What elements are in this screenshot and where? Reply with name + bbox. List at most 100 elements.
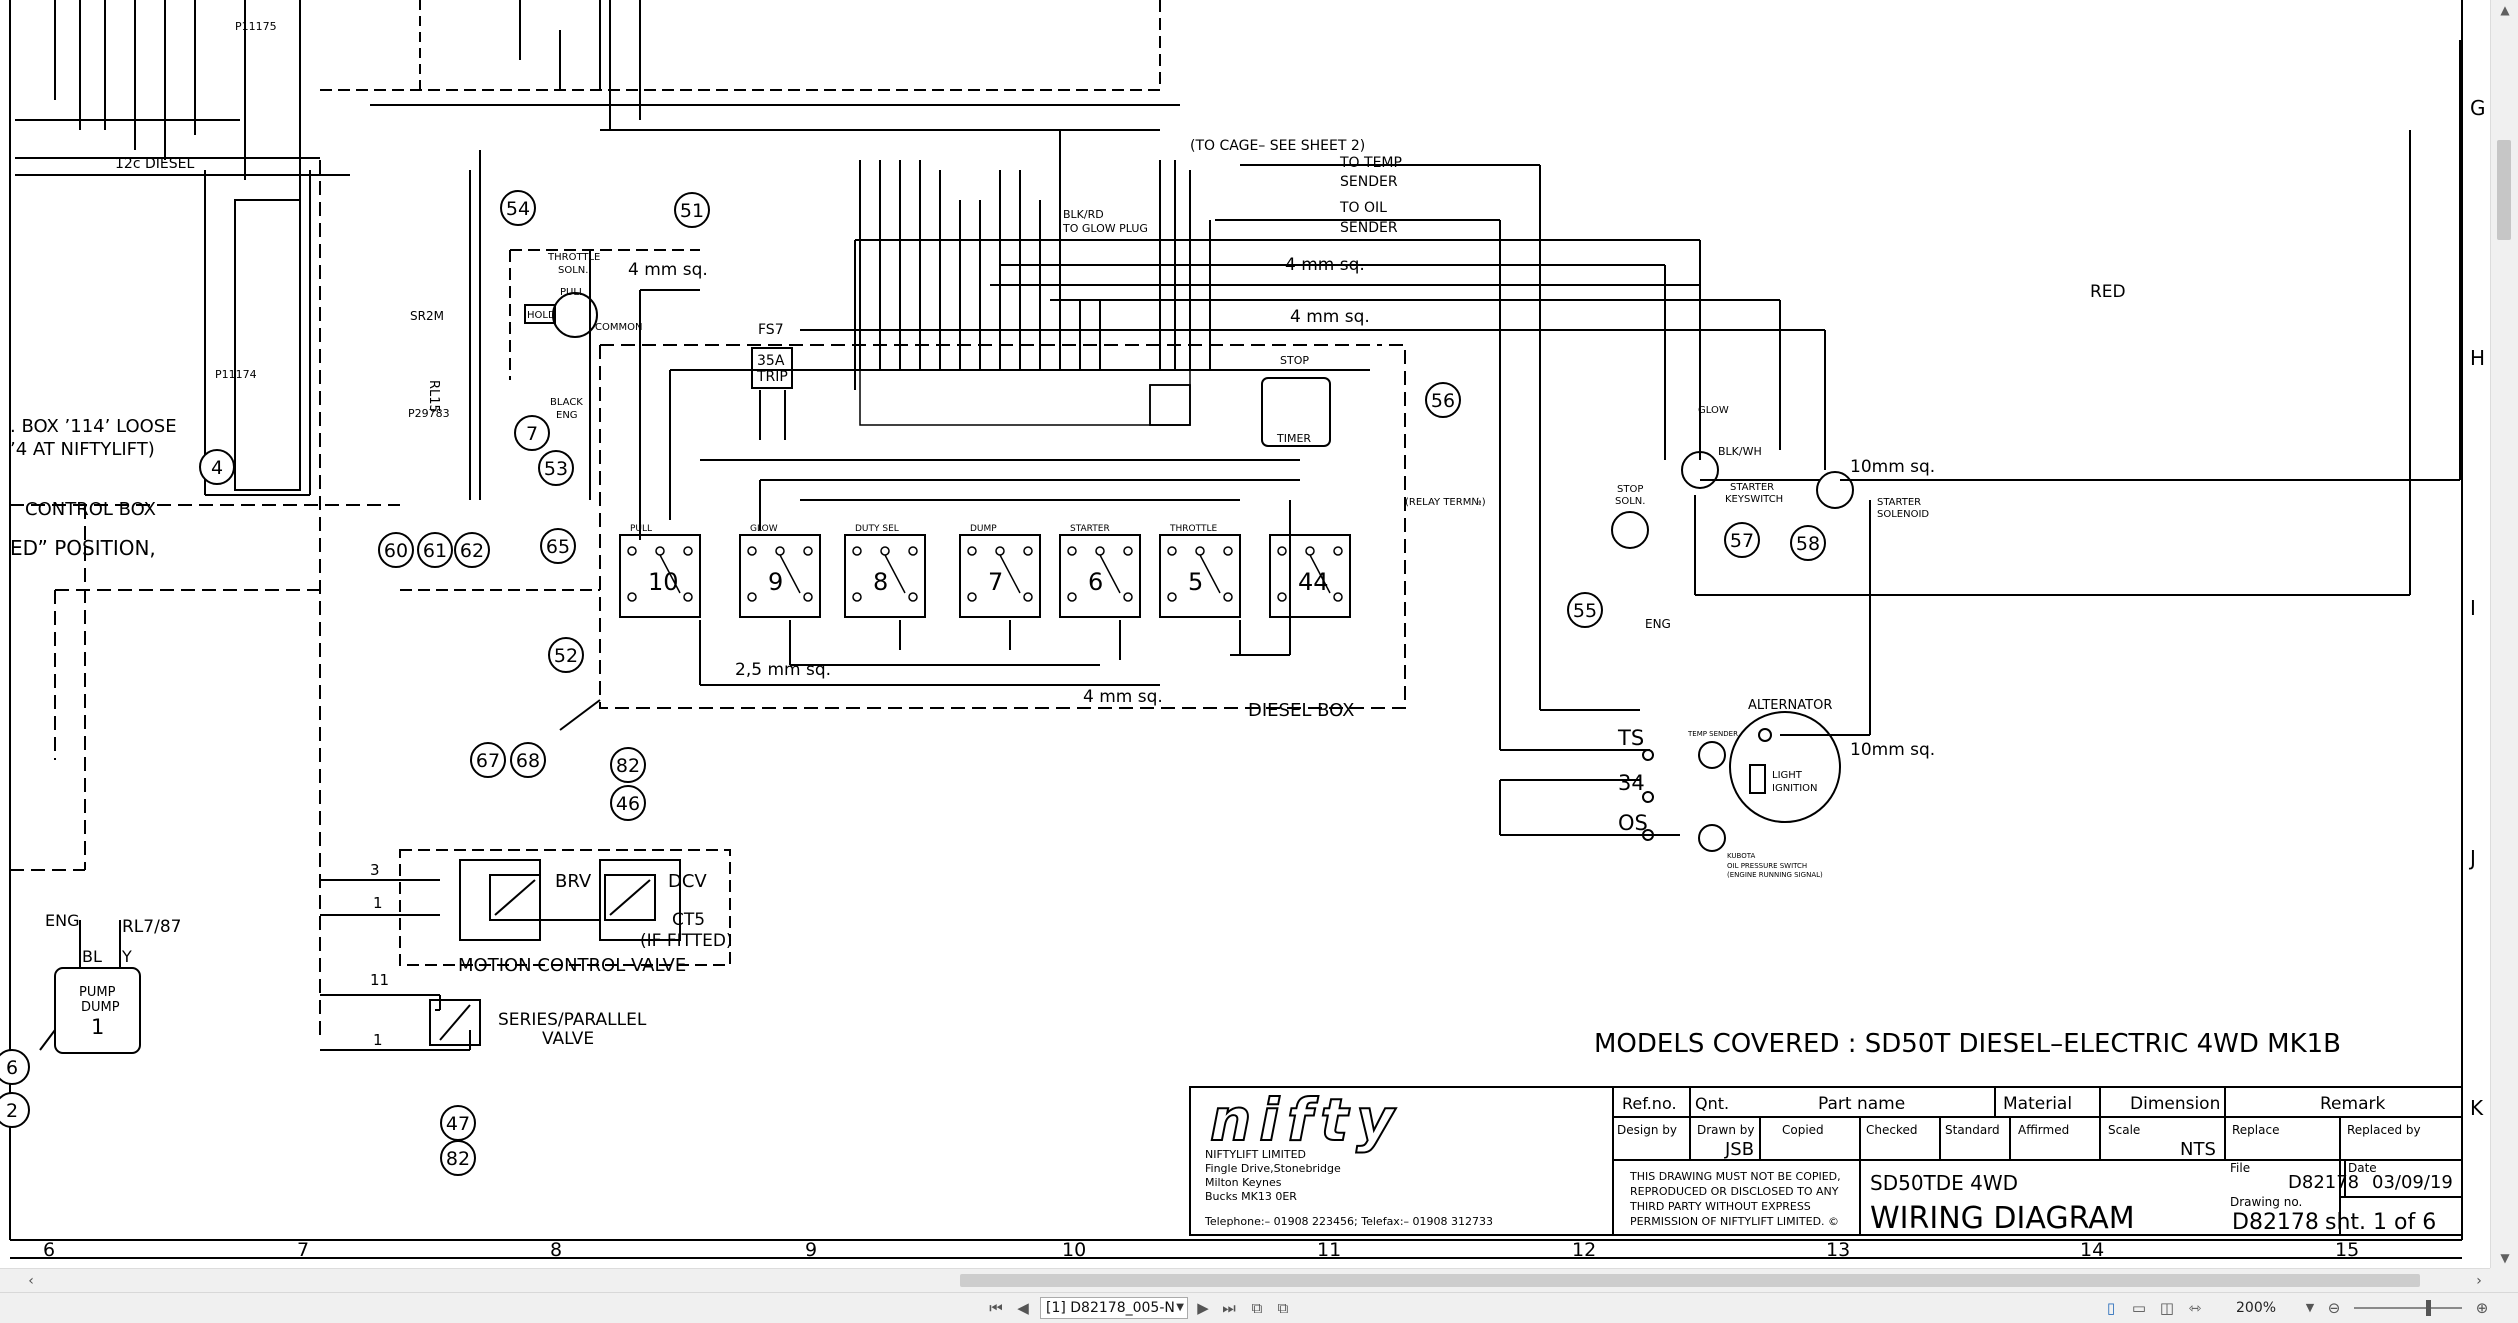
zoom-slider[interactable] [2354,1300,2462,1316]
label-y: Y [121,947,132,966]
fit-width-icon[interactable]: ⇿ [2188,1299,2202,1317]
grid-number-6: 6 [43,1239,55,1261]
label-4mm-b: 4 mm sq. [1285,255,1365,275]
value-drawn-by: JSB [1724,1139,1754,1160]
facing-pages-icon[interactable]: ◫ [2159,1299,2175,1317]
throttle-solenoid [524,292,598,338]
balloon-67: 67 [470,742,506,778]
chevron-down-icon: ▼ [1176,1302,1184,1313]
grid-number-9: 9 [805,1239,817,1261]
label-eng: ENG [556,410,578,421]
value-drawing-no: D82178 [2232,1210,2319,1235]
label-timer: TIMER [1276,432,1311,445]
relay-name-10: PULL [630,524,652,534]
notice-line-4: PERMISSION OF NIFTYLIFT LIMITED. © [1630,1215,1839,1228]
value-file: D82178 [2288,1172,2359,1193]
company-address-1: Fingle Drive,Stonebridge [1205,1162,1341,1175]
first-page-icon[interactable]: ⏮ [989,1299,1003,1317]
copy-page-icon[interactable]: ⧉ [1251,1299,1263,1317]
scroll-up-arrow-icon[interactable]: ▲ [2500,3,2510,17]
vertical-scrollbar[interactable]: ▲ ▼ [2490,0,2518,1268]
label-oil-pressure: OIL PRESSURE SWITCH [1727,862,1807,870]
grid-number-13: 13 [1826,1239,1850,1261]
horizontal-scroll-thumb[interactable] [960,1274,2420,1287]
continuous-view-icon[interactable]: ▭ [2131,1299,2147,1317]
stop-timer [1261,377,1331,447]
last-page-icon[interactable]: ⏭ [1222,1299,1236,1317]
scroll-right-arrow-icon[interactable]: › [2476,1273,2482,1289]
header-part-name: Part name [1818,1094,1905,1114]
relay-44: 44 [1269,534,1351,618]
label-common: COMMON [595,322,642,333]
label-4mm-d: 4 mm sq. [1083,687,1163,707]
scroll-down-arrow-icon[interactable]: ▼ [2500,1251,2510,1265]
alternator [1642,711,1841,852]
zoom-out-icon[interactable]: ⊖ [2327,1299,2341,1317]
label-standard: Standard [1945,1123,2000,1137]
label-4mm-c: 4 mm sq. [1290,307,1370,327]
previous-page-icon[interactable]: ◀ [1017,1299,1029,1317]
balloon-58: 58 [1790,525,1826,561]
relay-name-6: STARTER [1070,524,1110,534]
label-temp-sender: TEMP SENDER [1687,730,1738,738]
paste-page-icon[interactable]: ⧉ [1277,1299,1289,1317]
scroll-left-arrow-icon[interactable]: ‹ [28,1273,34,1289]
label-checked: Checked [1866,1123,1918,1137]
relay-name-9: GLOW [750,524,778,534]
balloon-text-62: 62 [460,540,484,562]
header-dimension: Dimension [2130,1094,2220,1114]
zoom-dropdown-icon[interactable]: ▼ [2305,1301,2315,1314]
label-valve: VALVE [542,1029,594,1049]
label-4mm-a: 4 mm sq. [628,260,708,280]
page-select-value: [1] D82178_005-N [1046,1300,1175,1316]
label-os: OS [1618,811,1648,835]
relay-5: THROTTLE 5 [1159,524,1241,618]
fuse-fs7 [751,347,793,440]
label-sender-1: SENDER [1340,174,1398,190]
zoom-level[interactable]: 200% [2236,1300,2277,1316]
model-name: SD50TDE 4WD [1870,1171,2018,1195]
horizontal-scrollbar[interactable]: ‹ › [0,1268,2490,1292]
balloon-text-2: 2 [6,1100,18,1122]
drawing-frame [10,0,2463,1259]
next-page-icon[interactable]: ▶ [1197,1299,1209,1317]
page-select[interactable]: [1] D82178_005-N ▼ [1040,1297,1188,1319]
label-at-niftylift: ’4 AT NIFTYLIFT) [10,439,155,460]
relay-name-5: THROTTLE [1169,524,1217,534]
header-material: Material [2003,1094,2072,1114]
balloon-text-55: 55 [1573,600,1597,622]
balloon-2: 2 [0,1092,30,1128]
label-10mm-b: 10mm sq. [1850,740,1935,760]
label-solenoid: SOLENOID [1877,509,1929,520]
single-page-view-icon[interactable]: ▯ [2106,1299,2116,1317]
vertical-scroll-thumb[interactable] [2497,140,2511,240]
label-brv: BRV [555,871,592,892]
balloon-text-67: 67 [476,750,500,772]
balloon-55: 55 [1567,592,1603,628]
label-design-by: Design by [1617,1123,1677,1137]
balloon-60: 60 [378,532,414,568]
relay-number-5: 5 [1188,568,1203,596]
drawing-title: WIRING DIAGRAM [1870,1201,2135,1236]
label-12c-diesel: 12c DIESEL [115,156,194,172]
label-light: LIGHT [1772,770,1803,781]
label-p29783: P29783 [408,407,450,420]
zoom-slider-knob[interactable] [2426,1300,2431,1316]
label-throttle: THROTTLE [547,252,600,263]
balloon-text-7: 7 [526,423,538,445]
grid-letter-K: K [2470,1096,2484,1120]
zoom-in-icon[interactable]: ⊕ [2475,1299,2489,1317]
company-address-3: Bucks MK13 0ER [1205,1190,1297,1203]
label-starter-1: STARTER [1730,482,1774,493]
label-starter-2: STARTER [1877,497,1921,508]
label-stop: STOP [1280,354,1309,367]
wiring-lines [9,0,2461,1240]
grid-letter-G: G [2470,96,2486,120]
grid-letter-H: H [2470,346,2485,370]
balloon-68: 68 [510,742,546,778]
label-rl15: RL15 [426,380,441,413]
label-35a: 35A [757,353,785,369]
label-ct5: CT5 [672,910,705,930]
